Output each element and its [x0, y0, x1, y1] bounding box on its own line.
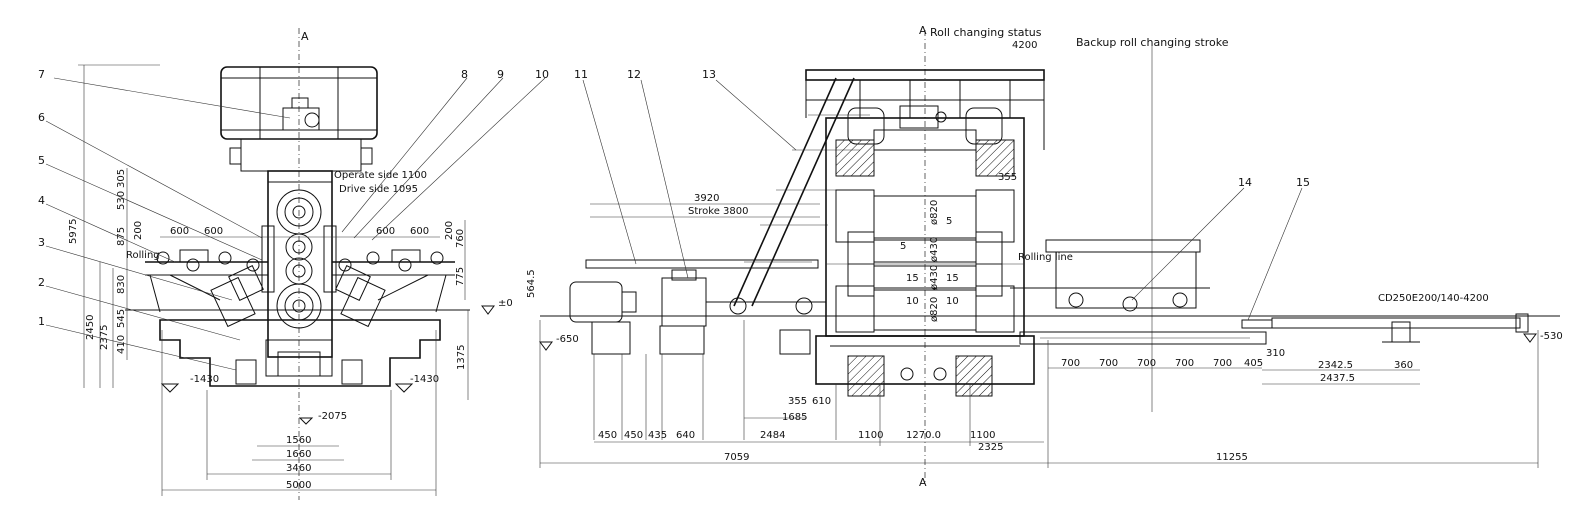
dim-1685: 1685 — [782, 412, 807, 423]
level-564: 564.5 — [526, 269, 537, 298]
spacing-405: 405 — [1244, 358, 1263, 369]
section-mark-bottom: A — [919, 476, 927, 489]
balloon-10: 10 — [535, 68, 549, 81]
bottom-450-a: 450 — [598, 430, 617, 441]
bottom-1270: 1270.0 — [906, 430, 941, 441]
roll-changing-status-label: Roll changing status — [930, 26, 1042, 39]
right-view: A A — [481, 24, 1563, 489]
dim-600-a: 600 — [170, 226, 189, 237]
drive-side-label: Drive side 1095 — [339, 184, 418, 195]
balloon-7: 7 — [38, 68, 45, 81]
dim-410: 410 — [116, 335, 127, 354]
rail-310: 310 — [1266, 348, 1285, 359]
cylinder-label: CD250E200/140-4200 — [1378, 293, 1489, 304]
top-355: 355 — [998, 172, 1017, 183]
balloon-14: 14 — [1238, 176, 1252, 189]
level-530: -530 — [1540, 331, 1563, 342]
operate-side-label: Operate side 1100 — [334, 170, 427, 181]
level-left-2: -1430 — [410, 374, 439, 385]
dim-760: 760 — [455, 229, 466, 248]
roll-10-right: 10 — [946, 296, 959, 307]
balloon-4: 4 — [38, 194, 45, 207]
roll-15-right: 15 — [946, 273, 959, 284]
dim-545: 545 — [116, 309, 127, 328]
dim-600-d: 600 — [410, 226, 429, 237]
bottom-1100-a: 1100 — [858, 430, 883, 441]
balloon-11: 11 — [574, 68, 588, 81]
dia-430-bottom: ø430 — [929, 265, 940, 290]
balloon-6: 6 — [38, 111, 45, 124]
bottom-450-b: 450 — [624, 430, 643, 441]
total-7059: 7059 — [724, 452, 749, 463]
roll-5-right: 5 — [946, 216, 952, 227]
top-3920: 3920 — [694, 193, 719, 204]
bottom-1100-b: 1100 — [970, 430, 995, 441]
roll-15-left: 15 — [906, 273, 919, 284]
backup-stroke-label: Backup roll changing stroke — [1076, 36, 1229, 49]
height-1375: 1375 — [456, 345, 467, 370]
dia-820-top: ø820 — [929, 200, 940, 225]
height-2375: 2375 — [99, 325, 110, 350]
spacing-700-c: 700 — [1137, 358, 1156, 369]
dim-530: 530 — [116, 191, 127, 210]
level-zero: ±0 — [498, 298, 513, 309]
dim-610: 610 — [812, 396, 831, 407]
dim-875: 875 — [116, 227, 127, 246]
section-mark-top-right: A — [919, 24, 927, 37]
dim-200-right: 200 — [444, 221, 455, 240]
balloon-2: 2 — [38, 276, 45, 289]
leaders-right — [582, 79, 1303, 321]
roll-5-left: 5 — [900, 241, 906, 252]
rail-2342: 2342.5 — [1318, 360, 1353, 371]
stroke-label: Stroke 3800 — [688, 206, 749, 217]
left-view: A — [68, 28, 470, 500]
level-650: -650 — [556, 334, 579, 345]
dia-820-bottom: ø820 — [929, 297, 940, 322]
dim-775: 775 — [455, 267, 466, 286]
balloon-5: 5 — [38, 154, 45, 167]
width-1560: 1560 — [286, 435, 311, 446]
dia-430-top: ø430 — [929, 237, 940, 262]
balloon-8: 8 — [461, 68, 468, 81]
dim-600-c: 600 — [376, 226, 395, 237]
rail-360: 360 — [1394, 360, 1413, 371]
balloon-13: 13 — [702, 68, 716, 81]
bottom-435: 435 — [648, 430, 667, 441]
balloon-15: 15 — [1296, 176, 1310, 189]
dim-305: 305 — [116, 169, 127, 188]
rail-2437: 2437.5 — [1320, 373, 1355, 384]
bottom-2484: 2484 — [760, 430, 785, 441]
leaders-left — [45, 77, 546, 371]
dim-355-mid: 355 — [788, 396, 807, 407]
dim-600-b: 600 — [204, 226, 223, 237]
balloon-12: 12 — [627, 68, 641, 81]
balloon-1: 1 — [38, 315, 45, 328]
level-left-3: -2075 — [318, 411, 347, 422]
balloon-9: 9 — [497, 68, 504, 81]
width-5000: 5000 — [286, 480, 311, 491]
spacing-700-d: 700 — [1175, 358, 1194, 369]
balloon-numbers: 7 6 5 4 3 2 1 8 9 10 11 12 13 14 15 — [38, 68, 1310, 328]
spacing-700-a: 700 — [1061, 358, 1080, 369]
level-left-1: -1430 — [190, 374, 219, 385]
balloon-3: 3 — [38, 236, 45, 249]
total-11255: 11255 — [1216, 452, 1248, 463]
rolling-line-label: Rolling line — [1018, 252, 1073, 263]
roll-10-left: 10 — [906, 296, 919, 307]
dim-200: 200 — [133, 221, 144, 240]
total-2325: 2325 — [978, 442, 1003, 453]
bottom-640: 640 — [676, 430, 695, 441]
height-2450: 2450 — [85, 315, 96, 340]
spacing-700-e: 700 — [1213, 358, 1232, 369]
spacing-700-b: 700 — [1099, 358, 1118, 369]
top-4200: 4200 — [1012, 40, 1037, 51]
height-5975: 5975 — [68, 219, 79, 244]
width-3460: 3460 — [286, 463, 311, 474]
width-1660: 1660 — [286, 449, 311, 460]
dim-830: 830 — [116, 275, 127, 294]
rolling-label-left: Rolling — [126, 250, 160, 261]
section-mark-top-left: A — [301, 30, 309, 43]
